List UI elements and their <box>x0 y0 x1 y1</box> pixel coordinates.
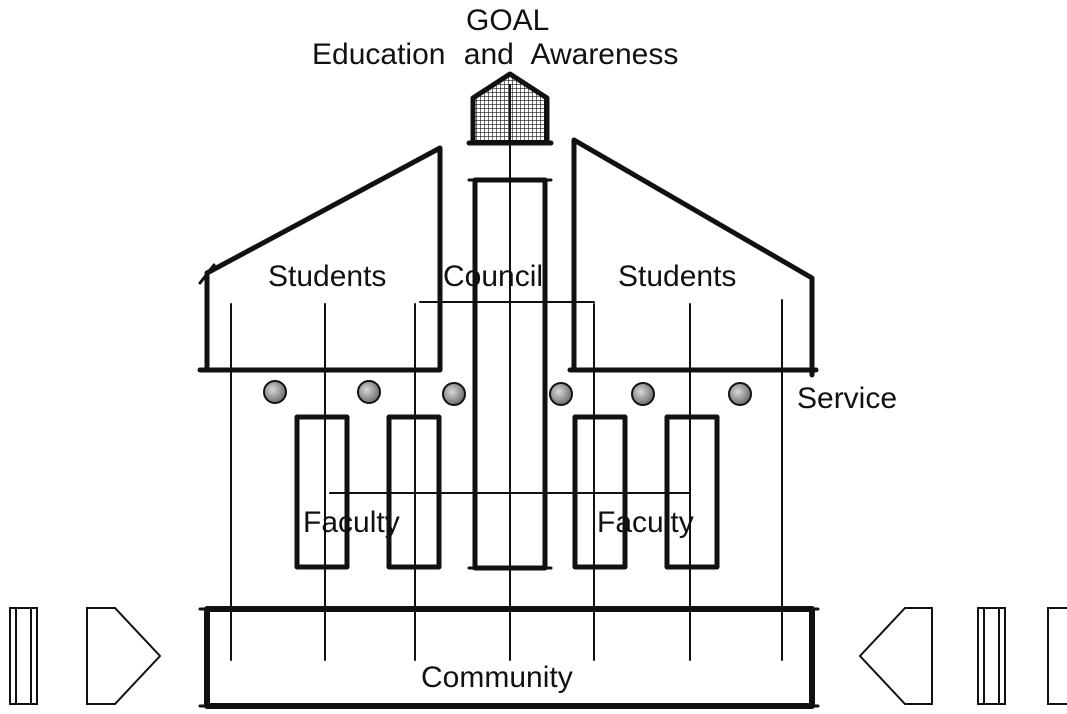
left-arrows <box>9 607 162 705</box>
right-arrows <box>858 607 1067 705</box>
vertical-connectors <box>230 84 783 661</box>
goal-subtitle: Education and Awareness <box>312 38 679 71</box>
service-dot <box>728 382 752 406</box>
service-dot <box>357 380 381 404</box>
faculty-right-label: Faculty <box>597 506 694 539</box>
community-label: Community <box>421 661 573 694</box>
faculty-left-label: Faculty <box>303 506 400 539</box>
students-left-label: Students <box>268 260 387 293</box>
right-pointing-arrow-icon <box>86 607 162 705</box>
service-dots <box>263 380 752 406</box>
left-wing <box>197 145 443 373</box>
goal-title: GOAL <box>466 4 550 37</box>
service-label: Service <box>797 382 898 415</box>
service-dot <box>263 380 287 404</box>
students-right-label: Students <box>618 260 737 293</box>
service-dot <box>549 382 573 406</box>
right-wing <box>567 137 819 378</box>
service-dot <box>442 382 466 406</box>
council-label: Council <box>443 260 544 293</box>
service-dot <box>631 382 655 406</box>
left-pointing-arrow-icon <box>858 607 933 705</box>
horizontal-connectors <box>329 301 691 494</box>
